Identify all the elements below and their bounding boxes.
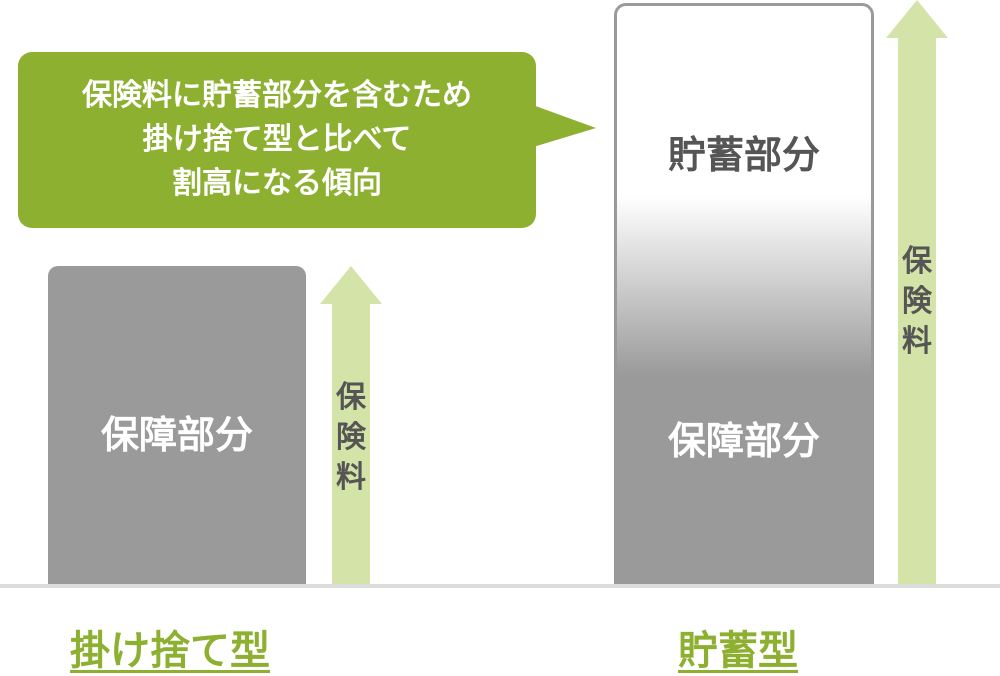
left-type-label: 掛け捨て型: [70, 628, 270, 674]
left-premium-label: 保 険 料: [320, 378, 382, 498]
left-premium-char-1: 保: [336, 380, 366, 415]
left-protection-box: 保障部分: [48, 266, 306, 584]
right-type-label: 貯蓄型: [678, 628, 798, 674]
left-premium-char-3: 料: [336, 460, 366, 495]
callout-line-3: 割高になる傾向: [172, 166, 382, 201]
right-premium-arrow-icon: [886, 0, 948, 586]
callout-line-1: 保険料に貯蓄部分を含むため: [82, 78, 472, 113]
callout-tail: [530, 104, 596, 148]
right-savings-box: 貯蓄部分 保障部分: [614, 3, 874, 584]
left-premium-char-2: 険: [336, 420, 366, 455]
right-premium-char-2: 険: [902, 284, 932, 319]
callout-line-2: 掛け捨て型と比べて: [142, 122, 412, 157]
right-premium-label: 保 険 料: [886, 242, 948, 362]
left-protection-label: 保障部分: [100, 413, 253, 457]
callout-bubble: 保険料に貯蓄部分を含むため 掛け捨て型と比べて 割高になる傾向: [18, 52, 536, 228]
right-protection-label: 保障部分: [667, 419, 820, 463]
baseline-divider: [0, 584, 1000, 588]
right-premium-char-3: 料: [902, 324, 932, 359]
left-premium-arrow-icon: [320, 266, 382, 586]
right-premium-char-1: 保: [902, 244, 932, 279]
right-savings-label: 貯蓄部分: [667, 133, 820, 177]
